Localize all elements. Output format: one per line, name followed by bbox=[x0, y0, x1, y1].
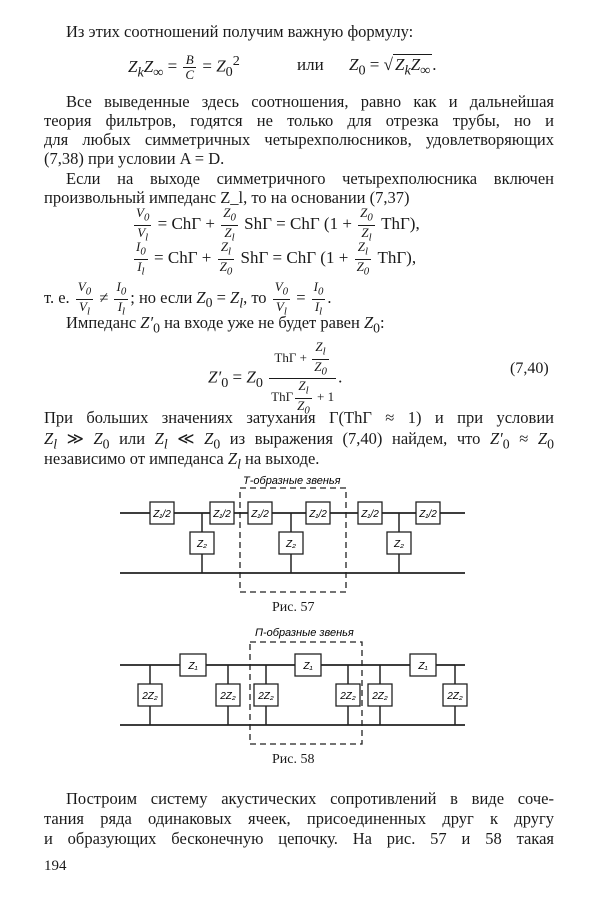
para3-line2: Zl ≫ Z0 или Zl ≪ Z0 из выражения (7,40) … bbox=[44, 429, 554, 452]
shunt-impedance bbox=[278, 531, 304, 555]
series-impedance bbox=[294, 653, 322, 677]
t-cell-highlight bbox=[239, 487, 347, 593]
series-impedance-label: Z₁ bbox=[417, 661, 427, 672]
series-half-impedance-label: Z₁/2 bbox=[212, 509, 231, 520]
shunt-double-impedance bbox=[367, 683, 393, 707]
para2-line2: произвольный импеданс Z_l, то на основан… bbox=[44, 188, 410, 207]
formula-or: или bbox=[297, 55, 324, 74]
series-half-impedance bbox=[149, 501, 175, 525]
series-impedance bbox=[179, 653, 207, 677]
shunt-double-impedance-label: 2Z₂ bbox=[219, 691, 236, 702]
formula-z0-sqrt: Z0 = √ZkZ∞. bbox=[349, 54, 437, 79]
para4-line2: тания ряда одинаковых ячеек, присоединен… bbox=[44, 809, 554, 828]
series-half-impedance bbox=[357, 501, 383, 525]
figure-58-pi-network: П-образные звенья Z₁ Z₁ Z₁ 2Z₂ 2Z₂ 2Z₂ 2Z₂ 2Z₂… bbox=[120, 627, 468, 745]
series-half-impedance-label: Z₁/2 bbox=[152, 509, 171, 520]
series-half-impedance bbox=[209, 501, 235, 525]
shunt-double-impedance bbox=[137, 683, 163, 707]
series-half-impedance bbox=[305, 501, 331, 525]
shunt-double-impedance bbox=[335, 683, 361, 707]
shunt-impedance-label: Z₂ bbox=[196, 539, 207, 550]
series-half-impedance bbox=[415, 501, 441, 525]
series-half-impedance-label: Z₁/2 bbox=[418, 509, 437, 520]
para2-line1: Если на выходе симметричного четырехполю… bbox=[66, 169, 554, 188]
para4-line1: Построим систему акустических сопротивле… bbox=[66, 789, 554, 808]
series-half-impedance-label: Z₁/2 bbox=[308, 509, 327, 520]
shunt-double-impedance-label: 2Z₂ bbox=[446, 691, 463, 702]
page-number: 194 bbox=[44, 858, 67, 874]
series-impedance bbox=[409, 653, 437, 677]
series-impedance-label: Z₁ bbox=[302, 661, 312, 672]
para1-line4: (7,38) при условии A = D. bbox=[44, 149, 225, 168]
fig58-caption: Рис. 58 bbox=[272, 752, 315, 767]
shunt-double-impedance-label: 2Z₂ bbox=[339, 691, 356, 702]
para1-line3: для любых симметричных четырехполюсников… bbox=[44, 130, 554, 149]
shunt-impedance-label: Z₂ bbox=[393, 539, 404, 550]
pi-cell-highlight bbox=[249, 641, 363, 745]
shunt-double-impedance-label: 2Z₂ bbox=[257, 691, 274, 702]
para4-line3: и образующих бесконечную цепочку. На рис… bbox=[44, 829, 554, 848]
series-half-impedance-label: Z₁/2 bbox=[360, 509, 379, 520]
intro-line: Из этих соотношений получим важную форму… bbox=[66, 22, 414, 41]
shunt-double-impedance bbox=[215, 683, 241, 707]
shunt-impedance bbox=[386, 531, 412, 555]
fig58-title: П-образные звенья bbox=[255, 627, 354, 639]
fig57-caption: Рис. 57 bbox=[272, 600, 315, 615]
para1-line1: Все выведенные здесь соотношения, равно … bbox=[66, 92, 554, 111]
shunt-double-impedance bbox=[442, 683, 468, 707]
shunt-impedance bbox=[189, 531, 215, 555]
para1-line2: теория фильтров, годятся не только для о… bbox=[44, 111, 554, 130]
series-half-impedance bbox=[247, 501, 273, 525]
shunt-double-impedance-label: 2Z₂ bbox=[141, 691, 158, 702]
input-impedance-line: Импеданс Z′0 на входе уже не будет равен… bbox=[66, 313, 385, 336]
shunt-double-impedance-label: 2Z₂ bbox=[371, 691, 388, 702]
figure-57-t-network: Т-образные звенья Z₁/2 Z₁/2 Z₁/2 Z₁/2 Z₁/2 Z₁… bbox=[120, 475, 465, 593]
fig57-title: Т-образные звенья bbox=[243, 475, 341, 487]
series-half-impedance-label: Z₁/2 bbox=[250, 509, 269, 520]
shunt-double-impedance bbox=[253, 683, 279, 707]
para3-line1: При больших значениях затухания Γ(ThΓ ≈ … bbox=[44, 408, 554, 427]
series-impedance-label: Z₁ bbox=[187, 661, 197, 672]
equation-number: (7,40) bbox=[510, 360, 549, 377]
shunt-impedance-label: Z₂ bbox=[285, 539, 296, 550]
para3-line3: независимо от импеданса Zl на выходе. bbox=[44, 449, 320, 472]
